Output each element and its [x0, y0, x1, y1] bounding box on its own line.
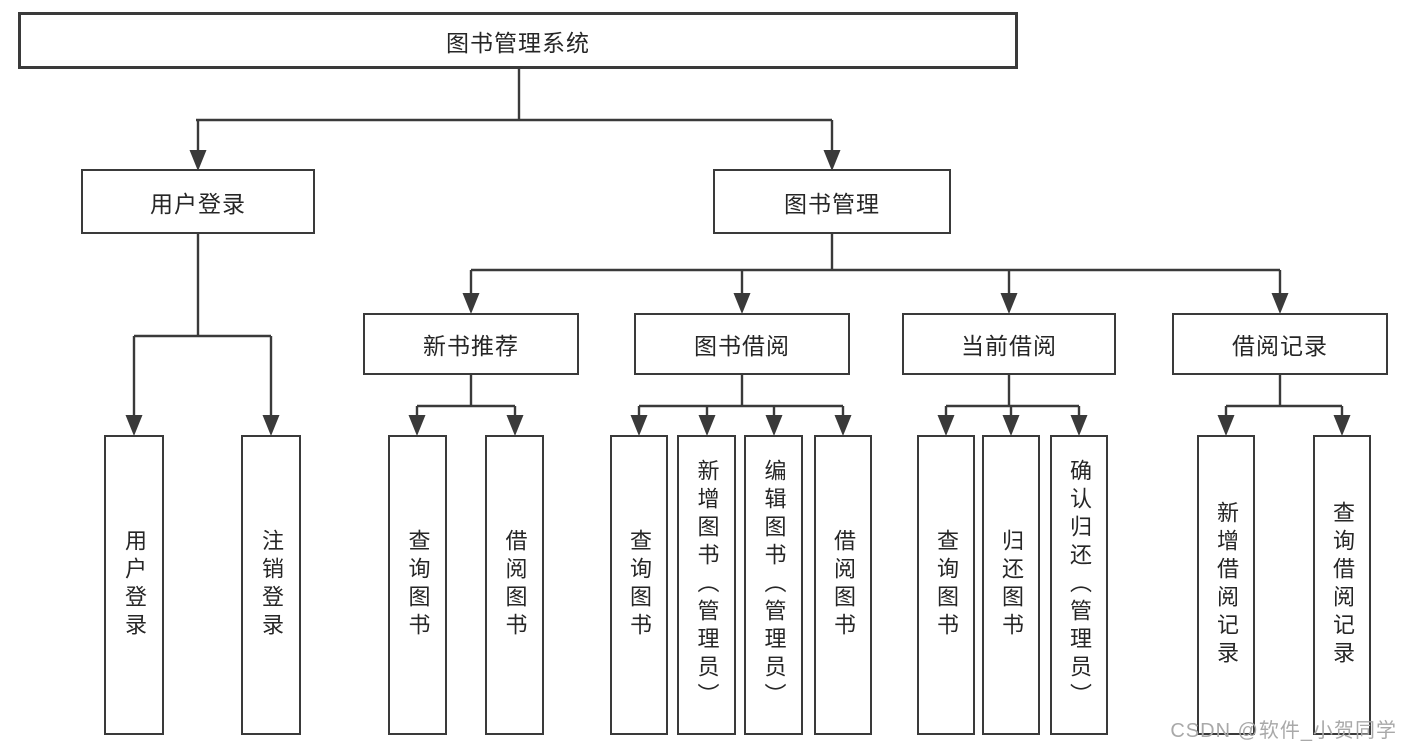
node-book-borrowing: 图书借阅: [634, 313, 850, 375]
node-label: 当前借阅: [961, 333, 1057, 359]
node-label: 新增借阅记录: [1214, 501, 1239, 669]
leaf-user-login: 用户登录: [104, 435, 164, 735]
node-label: 用户登录: [122, 529, 147, 641]
node-label: 图书借阅: [694, 333, 790, 359]
leaf-borrow-books-recommend: 借阅图书: [485, 435, 544, 735]
node-label: 新书推荐: [423, 333, 519, 359]
node-book-management: 图书管理: [713, 169, 951, 234]
node-label: 图书管理系统: [446, 29, 590, 56]
node-label: 新增图书（管理员）: [694, 459, 720, 711]
node-label: 归还图书: [999, 529, 1024, 641]
leaf-add-borrow-record: 新增借阅记录: [1197, 435, 1255, 735]
node-label: 用户登录: [150, 190, 246, 217]
node-label: 查询借阅记录: [1330, 501, 1355, 669]
leaf-query-borrow-record: 查询借阅记录: [1313, 435, 1371, 735]
node-new-book-recommend: 新书推荐: [363, 313, 579, 375]
node-library-management-system: 图书管理系统: [18, 12, 1018, 69]
node-label: 借阅图书: [502, 529, 528, 641]
leaf-query-books-borrow: 查询图书: [610, 435, 668, 735]
leaf-add-books-admin: 新增图书（管理员）: [677, 435, 736, 735]
node-borrowing-records: 借阅记录: [1172, 313, 1388, 375]
node-label: 查询图书: [405, 529, 431, 641]
node-label: 查询图书: [934, 529, 959, 641]
tree-connector-paths: [132, 68, 1344, 417]
csdn-watermark: CSDN @软件_小贺同学: [1170, 720, 1397, 742]
leaf-logout: 注销登录: [241, 435, 301, 735]
node-label: 确认归还（管理员）: [1067, 459, 1092, 711]
arrowheads: [125, 150, 1351, 436]
node-label: 查询图书: [627, 529, 652, 641]
node-label: 借阅图书: [831, 529, 856, 641]
node-user-login: 用户登录: [81, 169, 315, 234]
node-label: 编辑图书（管理员）: [761, 459, 787, 711]
leaf-query-books-current: 查询图书: [917, 435, 975, 735]
node-label: 借阅记录: [1232, 333, 1328, 359]
node-current-borrowing: 当前借阅: [902, 313, 1116, 375]
node-label: 注销登录: [259, 529, 284, 641]
leaf-confirm-return-admin: 确认归还（管理员）: [1050, 435, 1108, 735]
leaf-borrow-books: 借阅图书: [814, 435, 872, 735]
node-label: 图书管理: [784, 190, 880, 217]
leaf-edit-books-admin: 编辑图书（管理员）: [744, 435, 803, 735]
leaf-return-books: 归还图书: [982, 435, 1040, 735]
leaf-query-books-recommend: 查询图书: [388, 435, 447, 735]
